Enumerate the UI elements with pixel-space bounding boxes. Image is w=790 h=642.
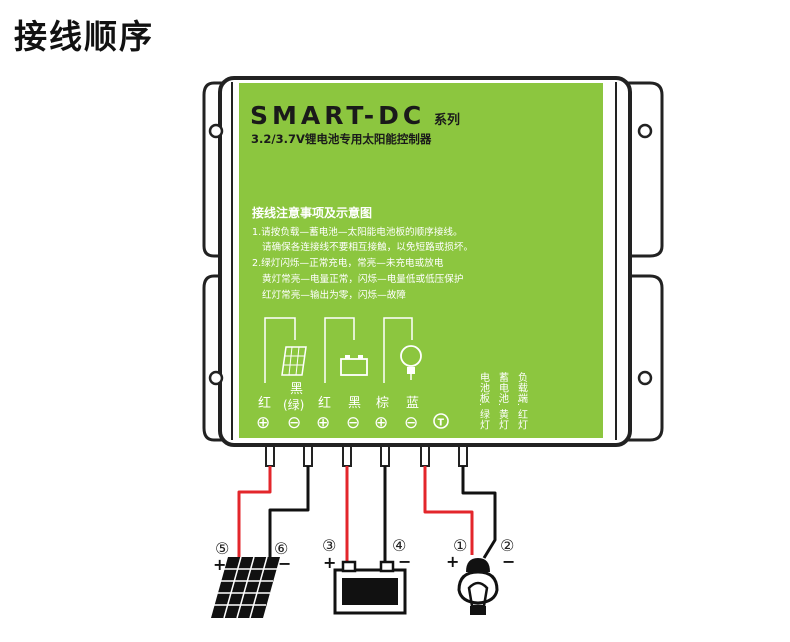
brand-name: SMART-DC <box>250 101 425 130</box>
connection-number: ⑥ <box>274 539 288 558</box>
terminal-label-battery-neg: 黑 <box>348 396 361 411</box>
mount-hole <box>637 370 653 386</box>
led-color: 黄灯 <box>497 408 509 431</box>
polarity-minus: − <box>502 552 515 571</box>
wires <box>237 466 497 565</box>
model-name: 3.2/3.7V锂电池专用太阳能控制器 <box>251 132 432 146</box>
terminal-label-load-neg: 蓝 <box>406 396 419 411</box>
polarity-plus: + <box>323 553 336 572</box>
connection-number: ④ <box>392 536 406 555</box>
mount-hole <box>208 123 224 139</box>
note-line-5: 红灯常亮—输出为零，闪烁—故障 <box>262 289 406 301</box>
terminal-label-solar-neg: 黑 <box>290 382 303 397</box>
bulb-icon <box>400 345 422 380</box>
lamp-icon <box>457 558 499 615</box>
note-line-2: 请确保各连接线不要相互接触，以免短路或损坏。 <box>262 241 473 253</box>
terminal-label-solar-pos: 红 <box>258 395 271 411</box>
terminal-minus-symbol: ⊖ <box>346 413 360 433</box>
battery-icon <box>333 560 407 615</box>
polarity-minus: − <box>278 554 291 573</box>
connection-labels: ⑤ ⑥ ③ ④ ① ② + − + − + − <box>213 536 515 574</box>
connection-number: ③ <box>322 536 336 555</box>
led-name: 电池板 <box>478 371 490 404</box>
mount-hole <box>637 123 653 139</box>
led-label-solar: 电池板 绿灯 <box>478 371 490 431</box>
terminal-label-load-pos: 棕 <box>376 396 389 411</box>
note-line-4: 黄灯常亮—电量正常，闪烁—电量低或低压保护 <box>262 273 463 285</box>
connection-number: ② <box>500 536 514 555</box>
terminal-pins <box>265 445 468 467</box>
led-name: 蓄电池 <box>497 372 509 404</box>
t-terminal-ring <box>433 413 449 429</box>
terminal-plus-symbol: ⊕ <box>256 413 270 433</box>
connection-number: ⑤ <box>215 539 229 558</box>
terminal-minus-symbol: ⊖ <box>404 413 418 433</box>
wire-load-pos <box>423 466 474 555</box>
note-line-1: 1.请按负载—蓄电池—太阳能电池板的顺序接线。 <box>252 226 463 238</box>
t-terminal-symbol: T <box>438 418 445 429</box>
wire-solar-pos <box>237 466 272 558</box>
led-name: 负载端 <box>516 371 528 404</box>
polarity-plus: + <box>446 552 459 571</box>
note-line-3: 2.绿灯闪烁—正常充电，常亮—未充电或放电 <box>252 257 444 269</box>
wire-solar-neg <box>268 466 310 558</box>
page-title: 接线顺序 <box>14 17 154 56</box>
terminal-brackets <box>264 317 413 383</box>
led-separator: : <box>479 398 482 408</box>
terminal-plus-symbol: ⊕ <box>316 413 330 433</box>
terminal-minus-symbol: ⊖ <box>287 413 301 433</box>
mount-hole <box>208 370 224 386</box>
solar-panel-icon <box>211 556 280 619</box>
terminal-label-solar-neg-alt: (绿) <box>283 397 304 412</box>
green-label-panel <box>239 83 603 438</box>
led-color: 绿灯 <box>478 408 490 431</box>
led-label-load: 负载端 红灯 <box>516 371 528 431</box>
led-label-battery: 蓄电池 黄灯 <box>497 372 509 431</box>
notes-title: 接线注意事项及示意图 <box>252 205 372 220</box>
led-separator: : <box>498 398 501 408</box>
brand-suffix: 系列 <box>434 112 460 128</box>
led-separator: : <box>517 398 520 408</box>
led-color: 红灯 <box>516 408 528 431</box>
polarity-minus: − <box>398 552 411 571</box>
terminal-plus-symbol: ⊕ <box>374 413 388 433</box>
wire-load-neg <box>461 466 497 559</box>
polarity-plus: + <box>213 555 226 574</box>
battery-icon <box>340 355 368 376</box>
solar-panel-icon <box>281 346 307 376</box>
terminal-label-battery-pos: 红 <box>318 395 331 411</box>
connection-number: ① <box>453 536 467 555</box>
